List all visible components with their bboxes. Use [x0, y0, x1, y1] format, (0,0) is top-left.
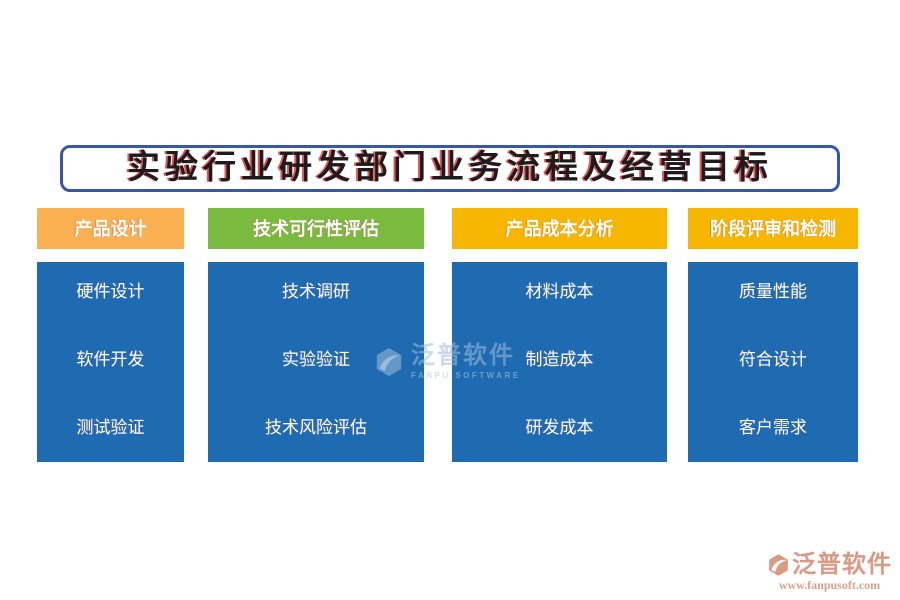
column-feasibility: 技术可行性评估 技术调研 实验验证 技术风险评估	[208, 208, 424, 462]
column-body-review-inspection: 质量性能 符合设计 客户需求	[688, 262, 858, 462]
page-title: 实验行业研发部门业务流程及经营目标	[127, 150, 773, 186]
column-header-feasibility: 技术可行性评估	[208, 208, 424, 249]
column-header-review-inspection: 阶段评审和检测	[688, 208, 858, 249]
flow-item: 质量性能	[739, 282, 807, 301]
flow-item: 软件开发	[76, 350, 145, 369]
column-body-feasibility: 技术调研 实验验证 技术风险评估	[208, 262, 424, 462]
flow-item: 材料成本	[525, 282, 594, 301]
flow-item: 硬件设计	[76, 282, 145, 301]
column-header-cost-analysis: 产品成本分析	[452, 208, 667, 249]
column-cost-analysis: 产品成本分析 材料成本 制造成本 研发成本	[452, 208, 667, 462]
column-body-cost-analysis: 材料成本 制造成本 研发成本	[452, 262, 667, 462]
flow-item: 技术风险评估	[265, 418, 367, 437]
footer-site-url[interactable]: www.fanpusoft.com	[778, 578, 881, 592]
flow-item: 测试验证	[76, 418, 145, 437]
footer-brand-row: 泛普软件	[767, 553, 892, 577]
flow-item: 制造成本	[525, 350, 594, 369]
flow-item: 研发成本	[525, 418, 594, 437]
column-review-inspection: 阶段评审和检测 质量性能 符合设计 客户需求	[688, 208, 858, 462]
footer-brand-logo[interactable]: 泛普软件 www.fanpusoft.com	[767, 553, 892, 591]
column-header-product-design: 产品设计	[37, 208, 184, 249]
flow-item: 客户需求	[739, 418, 807, 437]
flow-item: 技术调研	[282, 282, 350, 301]
title-box: 实验行业研发部门业务流程及经营目标	[60, 145, 840, 192]
flow-item: 符合设计	[739, 350, 807, 369]
column-body-product-design: 硬件设计 软件开发 测试验证	[37, 262, 184, 462]
footer-brand-name: 泛普软件	[792, 552, 892, 578]
flow-item: 实验验证	[282, 350, 350, 369]
fanpu-hexagon-logo-icon	[769, 554, 788, 576]
column-product-design: 产品设计 硬件设计 软件开发 测试验证	[37, 208, 184, 462]
